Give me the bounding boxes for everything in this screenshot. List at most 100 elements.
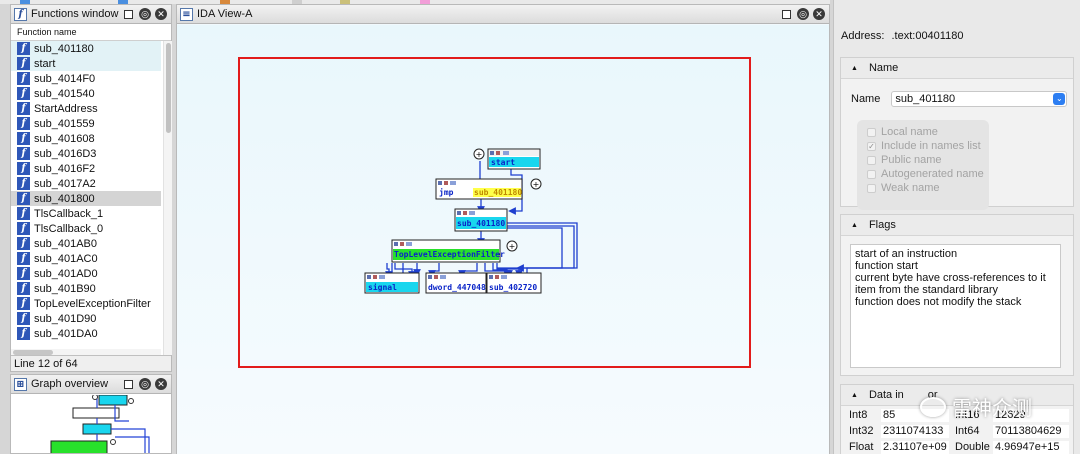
vertical-scrollbar[interactable] [163,41,172,355]
data-value[interactable]: 2311074133 [881,424,949,438]
function-name: sub_401AD0 [34,267,98,280]
overview-node-jmp [72,407,120,419]
name-dropdown-value: sub_401180 [895,93,956,105]
highlight-frame [238,57,751,368]
name-section-header[interactable]: ▲ Name [841,58,1073,79]
data-inspector-header[interactable]: ▲ Data in or [841,385,1073,406]
chevron-down-icon[interactable]: ⌄ [1053,93,1066,105]
graph-node-signal[interactable]: signal [364,272,420,294]
scrollbar-thumb[interactable] [166,43,171,133]
collapse-triangle-icon: ▲ [851,391,858,399]
function-icon: f [17,42,30,55]
graph-node-start[interactable]: start [487,148,541,170]
name-option[interactable]: Weak name [857,181,989,195]
name-option[interactable]: Public name [857,153,989,167]
node-label: start [491,158,515,167]
column-header-function-name[interactable]: Function name [11,24,171,41]
data-value[interactable]: 12629 [993,408,1069,422]
checkbox[interactable]: ✓ [867,141,876,151]
name-label: Name [851,93,881,105]
graph-node-jmp[interactable]: jmp sub_401180 [435,178,523,200]
maximize-button[interactable] [124,379,133,389]
graph-node-sub-402720[interactable]: sub_402720 [486,272,542,294]
expand-icon[interactable]: + [473,148,485,160]
function-name: sub_401608 [34,132,95,145]
maximize-button[interactable] [124,9,133,19]
horizontal-scrollbar[interactable] [11,349,161,356]
legend-swatch-external [420,0,430,4]
address-row: Address: .text:00401180 [841,30,963,42]
data-type-label: Int8 [849,409,868,421]
function-name: start [34,57,56,70]
checkbox[interactable] [867,169,876,179]
float-button[interactable]: ◎ [139,8,151,20]
name-option[interactable]: Autogenerated name [857,167,989,181]
checkbox[interactable] [867,127,876,137]
data-value[interactable]: 70113804629 [993,424,1069,438]
function-icon: f [17,222,30,235]
graph-node-sub-401180[interactable]: sub_401180 [454,208,508,232]
legend-strip [0,0,830,4]
graph-edges [385,161,578,279]
float-button[interactable]: ◎ [797,8,809,20]
function-icon: f [17,57,30,70]
graph-node-toplevel-exception-filter[interactable]: TopLevelExceptionFilter [391,239,505,263]
collapse-triangle-icon: ▲ [851,64,858,72]
close-button[interactable]: ✕ [155,378,167,390]
graph-node-dword-447048[interactable]: dword_447048 [425,272,487,294]
expand-icon[interactable]: + [506,240,518,252]
function-name: sub_4014F0 [34,72,96,85]
data-value[interactable]: 4.96947e+15 [993,440,1069,454]
float-button[interactable]: ◎ [139,378,151,390]
ida-view-titlebar: ≡ IDA View-A ◎ ✕ [177,5,829,24]
name-option[interactable]: ✓Include in names list [857,139,989,153]
name-dropdown[interactable]: sub_401180 ⌄ [891,91,1068,107]
node-label: sub_401180 [457,219,505,228]
name-option[interactable]: Local name [857,125,989,139]
data-inspector-title: Data in [868,389,904,401]
expand-icon[interactable]: + [530,178,542,190]
graph-overview-minimap[interactable] [11,395,171,454]
close-button[interactable]: ✕ [155,8,167,20]
checkbox[interactable] [867,183,876,193]
flag-item: current byte have cross-references to it [855,272,1046,284]
data-value[interactable]: 2.31107e+09 [881,440,949,454]
checkbox[interactable] [867,155,876,165]
graph-canvas[interactable]: + + + start jmp sub_401180 [177,25,829,454]
name-option-label: Local name [881,126,938,138]
close-button[interactable]: ✕ [813,8,825,20]
maximize-button[interactable] [782,9,791,19]
functions-window-title: Functions window [31,8,119,20]
node-jump-target: sub_401180 [474,188,522,197]
flags-section-header[interactable]: ▲ Flags [841,215,1073,236]
legend-swatch-unexplored [340,0,350,4]
graph-overview-title: Graph overview [31,378,109,390]
function-name: sub_401AB0 [34,237,97,250]
name-option-label: Weak name [881,182,940,194]
overview-node-start [98,395,128,406]
scrollbar-thumb[interactable] [13,350,53,355]
